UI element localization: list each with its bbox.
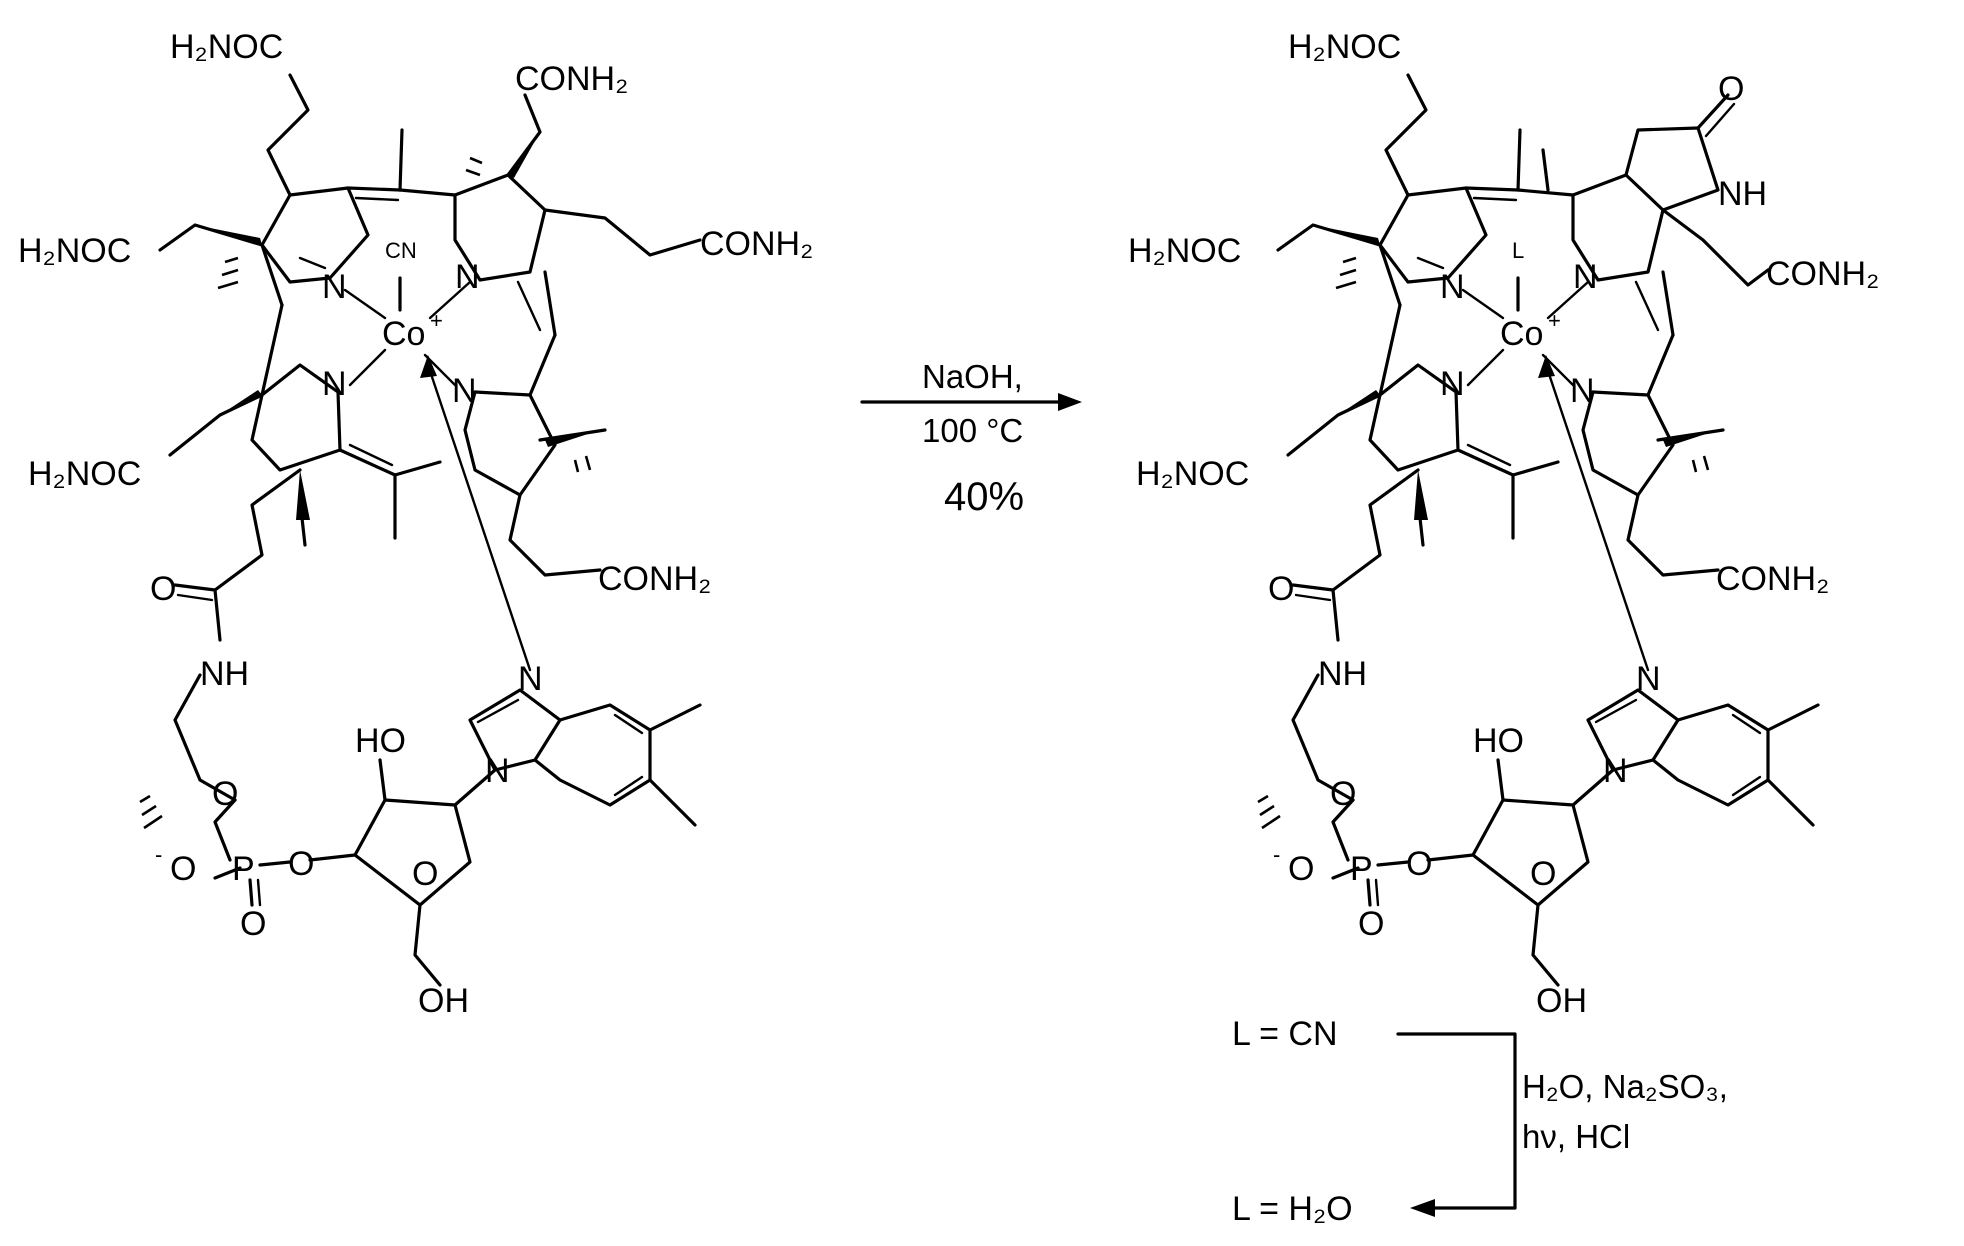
exchange-conditions-line2: hν, HCl <box>1522 1118 1630 1155</box>
benzimidazole-n-bottom: N <box>485 752 510 790</box>
ribose-hydroxyl: HO <box>355 722 406 760</box>
cobalt-charge: + <box>430 308 443 333</box>
temperature-label: 100 °C <box>922 412 1023 449</box>
phosphorus-atom: P <box>232 850 255 888</box>
reaction-arrow-group: NaOH, 100 °C 40% <box>860 358 1082 519</box>
reagent-label: NaOH, <box>922 358 1023 395</box>
label-left-h2noc-lower: H₂NOC <box>1136 455 1249 493</box>
ribose-ring-oxygen: O <box>1530 855 1556 893</box>
label-top-conh2: CONH₂ <box>515 60 628 98</box>
product-nucleotide <box>1331 688 1820 987</box>
ligand-l: L <box>1512 238 1524 263</box>
label-bottom-conh2: CONH₂ <box>598 560 711 598</box>
label-top-h2noc: H₂NOC <box>1288 28 1401 66</box>
label-right-conh2: CONH₂ <box>1766 255 1879 293</box>
label-left-h2noc-upper: H₂NOC <box>1128 232 1241 270</box>
cobalt-atom: Co <box>1500 315 1543 353</box>
ch2-hydroxyl: OH <box>1536 982 1587 1020</box>
product-side-chains <box>1276 73 1770 802</box>
reactant-cyanocobalamin: H₂NOC CONH₂ H₂NOC CONH₂ H₂NOC CONH₂ CN C… <box>18 28 813 1020</box>
reactant-cobalt-coordination <box>343 276 532 672</box>
amide-nh: NH <box>200 655 249 693</box>
phosphorus-atom: P <box>1350 850 1373 888</box>
reaction-arrowhead <box>1058 393 1082 411</box>
reactant-corrin-bonds <box>250 128 557 540</box>
benzimidazole-n-bottom: N <box>1603 752 1628 790</box>
phosphate-ribose-oxygen: O <box>1406 845 1432 883</box>
benzimidazole-n-top: N <box>1636 660 1661 698</box>
yield-label: 40% <box>944 475 1024 519</box>
product-cobalt-coordination <box>1461 276 1650 672</box>
nitrogen-2: N <box>1573 258 1598 296</box>
phosphate-double-oxygen: O <box>1358 905 1384 943</box>
nitrogen-1: N <box>322 268 347 306</box>
amide-oxygen: O <box>150 570 176 608</box>
cobalt-atom: Co <box>382 315 425 353</box>
exchange-connector <box>1396 1032 1517 1210</box>
benzimidazole-n-top: N <box>518 660 543 698</box>
phosphate-anion-oxygen: O <box>170 850 196 888</box>
amide-oxygen: O <box>1268 570 1294 608</box>
ligand-cn: CN <box>385 238 417 263</box>
ligand-exchange-scheme: L = CN L = H₂O H₂O, Na₂SO₃, hν, HCl <box>1232 1015 1728 1228</box>
reactant-stereo-marks <box>139 132 600 830</box>
lactam-oxygen: O <box>1718 70 1744 108</box>
phosphate-anion-sign: - <box>155 842 162 867</box>
nitrogen-3: N <box>1440 365 1465 403</box>
nitrogen-1: N <box>1440 268 1465 306</box>
ch2-hydroxyl: OH <box>418 982 469 1020</box>
phosphate-ester-oxygen: O <box>212 775 238 813</box>
label-right-conh2: CONH₂ <box>700 225 813 263</box>
label-left-h2noc-lower: H₂NOC <box>28 455 141 493</box>
label-left-h2noc-upper: H₂NOC <box>18 232 131 270</box>
exchange-arrowhead <box>1410 1199 1435 1217</box>
phosphate-ester-oxygen: O <box>1330 775 1356 813</box>
phosphate-double-oxygen: O <box>240 905 266 943</box>
phosphate-anion-sign: - <box>1273 842 1280 867</box>
nitrogen-4: N <box>452 372 477 410</box>
phosphate-ribose-oxygen: O <box>288 845 314 883</box>
phosphate-anion-oxygen: O <box>1288 850 1314 888</box>
product-stereo-marks <box>1257 225 1718 830</box>
product-labels: H₂NOC O NH CONH₂ H₂NOC H₂NOC CONH₂ L Co … <box>1128 28 1879 1020</box>
nitrogen-3: N <box>322 365 347 403</box>
nitrogen-2: N <box>455 258 480 296</box>
lactam-nh: NH <box>1718 175 1767 213</box>
amide-nh: NH <box>1318 655 1367 693</box>
label-top-h2noc: H₂NOC <box>170 28 283 66</box>
exchange-conditions-line1: H₂O, Na₂SO₃, <box>1522 1068 1728 1105</box>
cobalt-charge: + <box>1548 308 1561 333</box>
ligand-cn-label: L = CN <box>1232 1015 1338 1053</box>
label-bottom-conh2: CONH₂ <box>1716 560 1829 598</box>
ribose-hydroxyl: HO <box>1473 722 1524 760</box>
ligand-water-label: L = H₂O <box>1232 1190 1353 1228</box>
reactant-labels: H₂NOC CONH₂ H₂NOC CONH₂ H₂NOC CONH₂ CN C… <box>18 28 813 1020</box>
reactant-nucleotide <box>213 688 702 987</box>
product-lactam-cobalamin: H₂NOC O NH CONH₂ H₂NOC H₂NOC CONH₂ L Co … <box>1128 28 1879 1020</box>
nitrogen-4: N <box>1570 372 1595 410</box>
ribose-ring-oxygen: O <box>412 855 438 893</box>
